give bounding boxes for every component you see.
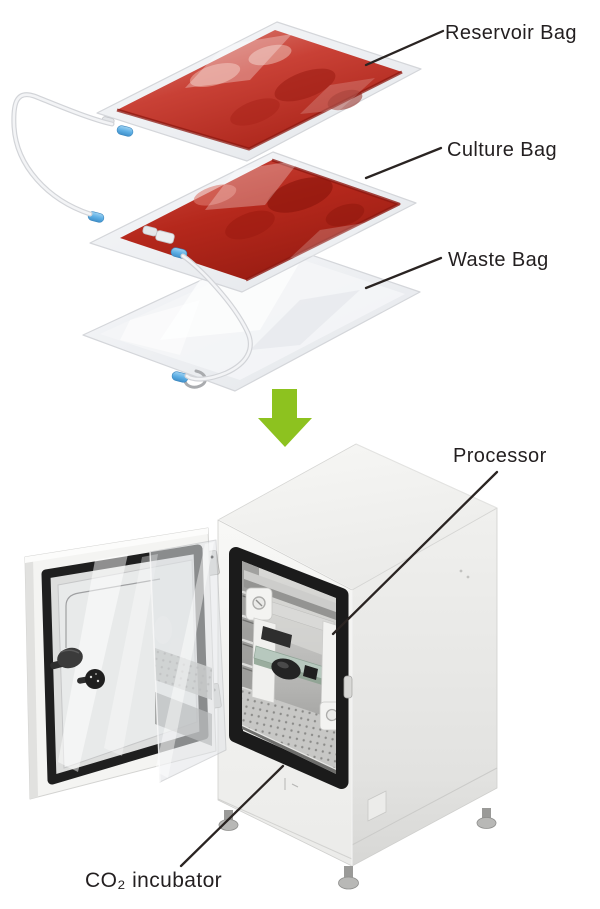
reservoir-to-culture-tube — [11, 92, 115, 217]
culture-to-waste-tube — [180, 253, 253, 382]
down-arrow-icon — [258, 389, 312, 447]
processor-right-bracket — [320, 620, 336, 724]
processor-leader-line — [331, 470, 499, 636]
waste-bag-label: Waste Bag — [448, 249, 549, 271]
incubator-feet — [218, 808, 497, 890]
reservoir-bag-label: Reservoir Bag — [445, 22, 577, 44]
door-latch-knob — [77, 669, 105, 689]
perforated-floor — [242, 688, 336, 774]
leader-lines — [179, 29, 499, 868]
processor-clamp-upper — [261, 626, 292, 648]
bag-set-illustration — [11, 21, 422, 392]
culture-bag-illustration — [87, 151, 417, 293]
processor-illustration — [245, 587, 336, 731]
incubator-inner-glass-door — [149, 539, 227, 783]
culture-bag-connector-2 — [155, 230, 175, 244]
foot-front — [338, 866, 359, 890]
culture-bag-leader-line — [364, 146, 443, 180]
chamber-door-gasket-frame — [229, 547, 349, 789]
processor-label: Processor — [453, 445, 547, 467]
waste-bag-hanger-hook — [183, 369, 207, 389]
reservoir-bag-leader-line — [364, 29, 445, 67]
co2-incubator-illustration — [24, 443, 498, 890]
waste-bag-leader-line — [364, 256, 443, 290]
inner-door-latch — [343, 675, 353, 699]
door-knob-handle — [50, 647, 83, 670]
co2-incubator-label: CO₂ incubator — [85, 869, 223, 892]
co2-incubator-leader-line — [179, 764, 285, 868]
side-access-panel — [367, 790, 387, 822]
reservoir-bag-port — [116, 125, 134, 137]
foot-right — [476, 808, 497, 829]
incubator-chamber — [242, 561, 336, 774]
chamber-top-shelf — [244, 570, 336, 612]
reservoir-bag-illustration — [96, 21, 422, 162]
culture-bag-label: Culture Bag — [447, 139, 558, 161]
processor-clamp-right — [303, 665, 318, 680]
